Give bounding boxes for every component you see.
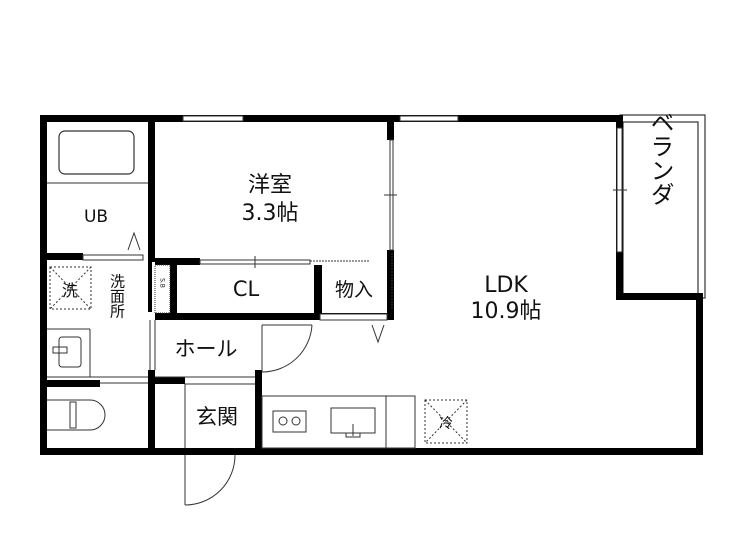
window-west-room	[182, 115, 244, 122]
room-label-storage: 物入	[335, 279, 373, 301]
shoe-box-label: S.B	[159, 278, 166, 288]
window-ldk-top	[399, 115, 459, 122]
door-ldk[interactable]	[261, 324, 313, 373]
room-label-entrance: 玄関	[196, 405, 238, 429]
room-label-western: 洋室	[248, 173, 292, 198]
room-label-balcony: ベランダ	[646, 110, 674, 206]
toilet	[47, 399, 106, 431]
washing-machine-space	[49, 266, 92, 310]
room-size-ldk: 10.9帖	[471, 299, 542, 324]
kitchen-counter	[261, 395, 416, 449]
bathtub	[58, 130, 135, 175]
arrow-icon	[127, 231, 141, 251]
interior-walls	[47, 122, 394, 450]
arrow-icon	[371, 324, 385, 344]
wash-basin	[52, 336, 82, 368]
interior-lines	[47, 139, 397, 448]
room-label-ub: UB	[84, 207, 108, 227]
door-entrance[interactable]	[184, 454, 236, 506]
fridge-space	[424, 399, 468, 444]
washer-label: 洗	[62, 281, 78, 300]
shoe-box	[154, 264, 171, 314]
windows	[182, 115, 627, 253]
stove-icon	[272, 410, 307, 433]
room-label-hall: ホール	[175, 337, 238, 361]
fridge-label: 冷	[439, 416, 453, 432]
room-label-closet: CL	[233, 277, 260, 301]
room-size-western: 3.3帖	[242, 201, 299, 226]
room-label-washroom: 洗面所	[108, 274, 126, 319]
room-label-ldk: LDK	[484, 273, 528, 298]
